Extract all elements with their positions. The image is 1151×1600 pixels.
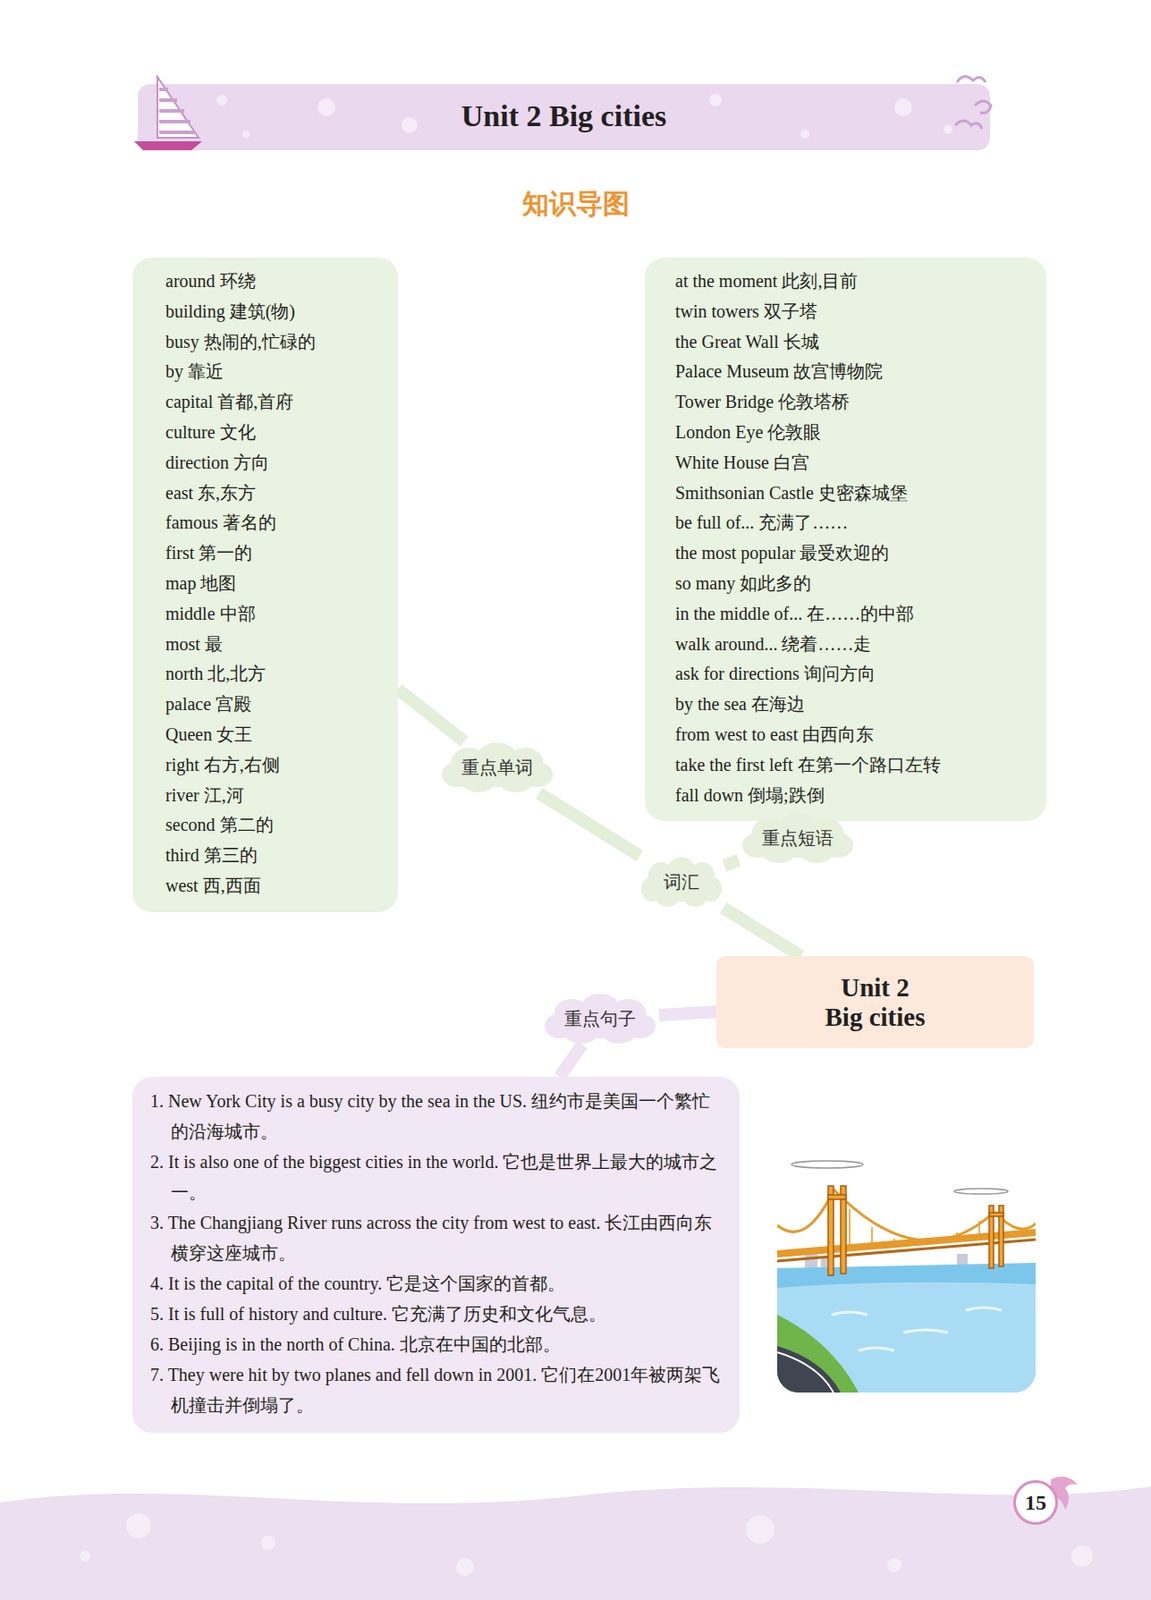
key-sentence: 4. It is the capital of the country. 它是这… xyxy=(150,1268,728,1299)
key-sentence: 6. Beijing is in the north of China. 北京在… xyxy=(150,1328,728,1360)
vocab-entry: first 第一的 xyxy=(132,538,398,569)
node-text: 重点短语 xyxy=(761,826,834,851)
header-band xyxy=(137,84,991,151)
branch-connector xyxy=(559,1044,583,1077)
vocab-entry: take the first left 在第一个路口左转 xyxy=(644,750,1047,781)
key-sentence: 7. They were hit by two planes and fell … xyxy=(150,1359,728,1421)
key-sentence: 2. It is also one of the biggest cities … xyxy=(150,1146,728,1208)
vocab-entry: west 西,西面 xyxy=(132,871,398,902)
vocab-entry: most 最 xyxy=(132,629,398,661)
key-sentence: 5. It is full of history and culture. 它充… xyxy=(150,1298,728,1329)
vocab-entry: walk around... 绕着……走 xyxy=(644,629,1047,661)
key-sentence: 1. New York City is a busy city by the s… xyxy=(150,1085,728,1147)
node-text: 重点句子 xyxy=(564,1007,636,1032)
branch-connector xyxy=(397,689,465,742)
vocab-entry: from west to east 由西向东 xyxy=(644,719,1047,751)
page-number: 15 xyxy=(1013,1480,1058,1525)
vocab-entry: so many 如此多的 xyxy=(644,568,1047,600)
bottom-wave xyxy=(0,1486,1151,1600)
section-heading: 知识导图 xyxy=(0,186,1151,223)
vocab-entry: around 环绕 xyxy=(132,266,398,297)
category-cloud: 重点短语 xyxy=(738,812,857,864)
vocab-entry: famous 著名的 xyxy=(132,507,398,539)
vocab-entry: the Great Wall 长城 xyxy=(644,327,1047,358)
vocab-entry: third 第三的 xyxy=(132,840,398,872)
vocab-entry: map 地图 xyxy=(132,568,398,600)
bottom-bubbles xyxy=(79,1513,1093,1576)
phrase-list-box: at the moment 此刻,目前twin towers 双子塔the Gr… xyxy=(644,257,1047,821)
vocab-entry: Smithsonian Castle 史密森城堡 xyxy=(644,478,1047,509)
central-topic-box: Unit 2 Big cities xyxy=(716,956,1034,1049)
node-text: 词汇 xyxy=(663,870,700,895)
branch-connector xyxy=(659,1011,717,1016)
vocab-entry: east 东,东方 xyxy=(132,478,398,509)
vocab-entry: north 北,北方 xyxy=(132,659,398,690)
category-cloud: 重点句子 xyxy=(541,992,660,1045)
vocab-entry: building 建筑(物) xyxy=(132,296,398,328)
vocab-entry: Palace Museum 故宫博物院 xyxy=(644,356,1047,388)
vocab-entry: Queen 女王 xyxy=(132,719,398,751)
branch-connector xyxy=(723,907,802,957)
vocab-entry: fall down 倒塌;跌倒 xyxy=(644,780,1047,812)
node-text: Unit 2 Big cities xyxy=(822,973,929,1033)
vocab-entry: direction 方向 xyxy=(132,448,398,479)
vocab-entry: middle 中部 xyxy=(132,599,398,630)
vocab-entry: capital 首都,首府 xyxy=(132,387,398,418)
node-text: 15 xyxy=(1024,1490,1047,1515)
vocab-entry: river 江,河 xyxy=(132,780,398,812)
vocab-entry: culture 文化 xyxy=(132,417,398,449)
sentence-box: 1. New York City is a busy city by the s… xyxy=(132,1076,740,1433)
word-list-box: around 环绕building 建筑(物)busy 热闹的,忙碌的by 靠近… xyxy=(132,257,398,913)
vocab-entry: busy 热闹的,忙碌的 xyxy=(132,327,398,358)
category-cloud: 词汇 xyxy=(638,855,725,908)
category-cloud: 重点单词 xyxy=(438,741,557,794)
key-sentence: 3. The Changjiang River runs across the … xyxy=(150,1207,728,1269)
vocab-entry: the most popular 最受欢迎的 xyxy=(644,538,1047,569)
cloud-swirls xyxy=(955,76,991,129)
vocab-entry: twin towers 双子塔 xyxy=(644,296,1047,328)
vocab-entry: London Eye 伦敦眼 xyxy=(644,417,1047,449)
vocab-entry: right 右方,右侧 xyxy=(132,750,398,781)
vocab-entry: palace 宫殿 xyxy=(132,689,398,720)
page-title: Unit 2 Big cities xyxy=(137,96,991,136)
bridge-illustration xyxy=(777,1158,1036,1393)
branch-connector xyxy=(539,793,641,856)
vocab-entry: second 第二的 xyxy=(132,810,398,841)
sailboat-icon xyxy=(134,76,203,151)
vocab-entry: in the middle of... 在……的中部 xyxy=(644,599,1047,630)
node-text: 重点单词 xyxy=(461,755,534,780)
vocab-entry: Tower Bridge 伦敦塔桥 xyxy=(644,387,1047,418)
vocab-entry: by 靠近 xyxy=(132,356,398,388)
vocab-entry: by the sea 在海边 xyxy=(644,689,1047,720)
vocab-entry: be full of... 充满了…… xyxy=(644,507,1047,539)
vocab-entry: White House 白宫 xyxy=(644,448,1047,479)
vocab-entry: ask for directions 询问方向 xyxy=(644,659,1047,690)
branch-connector xyxy=(724,860,739,866)
vocab-entry: at the moment 此刻,目前 xyxy=(644,266,1047,297)
